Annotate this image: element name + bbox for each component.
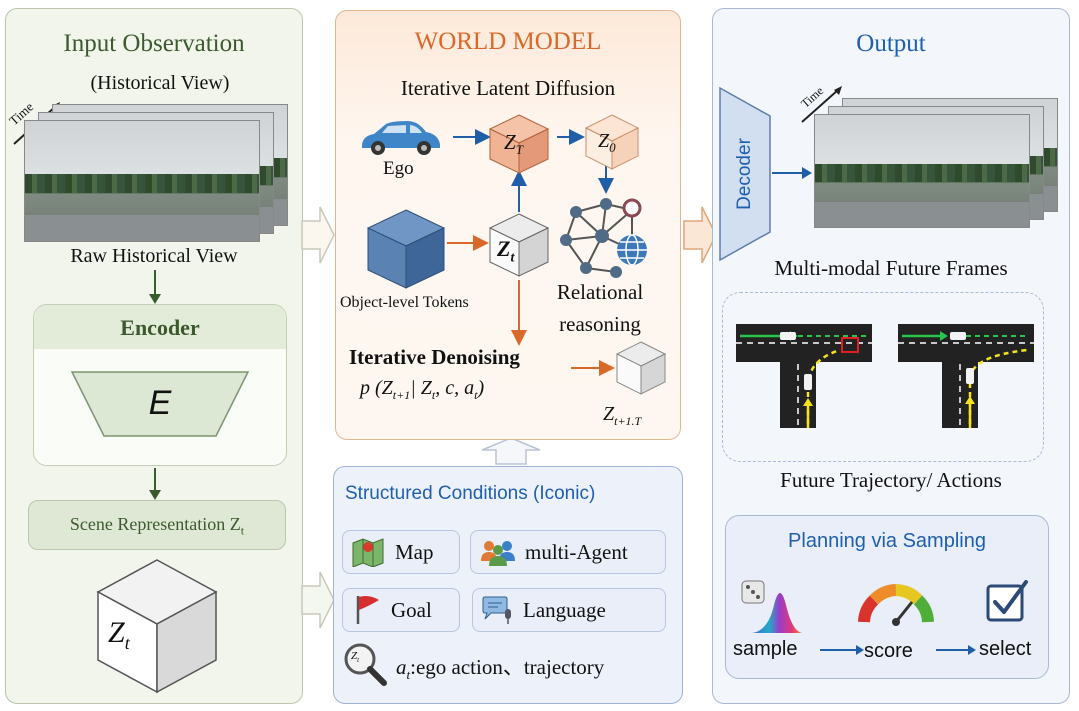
- condition-language[interactable]: Language: [472, 588, 666, 632]
- planning-arrows: [820, 645, 976, 655]
- goal-flag-icon: [356, 596, 379, 624]
- hollow-arrow-left-top: [301, 206, 335, 264]
- encoder-trapezoid: [70, 371, 250, 437]
- scene-representation-box: [28, 500, 286, 550]
- arrow-decoder-to-frames: [772, 167, 812, 179]
- condition-multi-agent[interactable]: multi-Agent: [470, 530, 666, 574]
- future-frame-front: [814, 114, 1030, 228]
- iterative-denoising-label: Iterative Denoising: [349, 345, 520, 369]
- language-icon: [482, 596, 511, 624]
- map-label: Map: [395, 539, 434, 564]
- noisy-latent-cube-icon: [488, 114, 550, 174]
- arrow-to-encoder: [149, 270, 161, 304]
- latent-cube-icon: [96, 559, 218, 694]
- hollow-arrow-right: [683, 206, 717, 264]
- trajectory-scene-2: [898, 324, 1034, 428]
- encoder-title: Encoder: [120, 315, 200, 340]
- scene-representation-label: Scene Representation Zt: [69, 514, 245, 538]
- decoder-label: Decoder: [734, 138, 755, 210]
- clean-latent-cube-icon: [584, 114, 640, 170]
- relational-graph-icon: [560, 198, 647, 278]
- language-label: Language: [523, 597, 606, 622]
- output-title: Output: [856, 30, 926, 57]
- sample-label: sample: [733, 638, 798, 660]
- condition-map[interactable]: Map: [342, 530, 460, 574]
- encoder-symbol: E: [148, 384, 172, 422]
- input-observation-title: Input Observation: [63, 30, 245, 57]
- latent-diffusion-subtitle: Iterative Latent Diffusion: [400, 76, 616, 100]
- trajectory-box: [722, 292, 1044, 462]
- action-text: at:ego action、trajectory: [396, 655, 605, 683]
- trajectory-scene-1: [736, 324, 872, 428]
- z0-label: Z0: [598, 130, 616, 155]
- time-arrow-icon-output: [801, 86, 842, 123]
- future-frames-label: Multi-modal Future Frames: [774, 256, 1008, 280]
- ego-car-icon: [362, 121, 440, 155]
- world-model-arrows: [447, 129, 615, 376]
- hollow-arrow-left-bottom: [301, 571, 335, 629]
- structured-conditions-panel: [333, 466, 683, 704]
- multi-agent-icon: [481, 541, 515, 566]
- history-frame-front: [24, 120, 260, 242]
- world-model-title: WORLD MODEL: [414, 28, 602, 55]
- hollow-arrow-up: [481, 437, 541, 465]
- dice-distribution-icon: [741, 580, 802, 633]
- decoder-trapezoid: [719, 86, 771, 262]
- map-icon: [352, 538, 384, 567]
- zt-label: Zt: [497, 236, 515, 266]
- historical-view-label: (Historical View): [90, 72, 230, 94]
- magnifier-label: Zt: [351, 650, 360, 665]
- arrow-to-scene: [149, 468, 161, 500]
- current-latent-cube-icon: [488, 213, 550, 277]
- score-label: score: [864, 640, 913, 662]
- object-tokens-cube-icon: [366, 209, 446, 289]
- conditions-title: Structured Conditions (Iconic): [345, 483, 596, 504]
- znext-label: Zt+1.T: [603, 403, 642, 428]
- goal-label: Goal: [391, 597, 432, 622]
- next-latent-cube-icon: [615, 341, 667, 395]
- relational-label: Relational: [556, 280, 644, 304]
- zT-label: ZT: [504, 130, 523, 158]
- future-trajectory-label: Future Trajectory/ Actions: [780, 468, 1002, 492]
- select-checkbox-icon: [986, 580, 1028, 622]
- select-label: select: [979, 638, 1032, 660]
- denoising-formula: p (Zt+1| Zt, c, at): [360, 377, 485, 402]
- object-tokens-label: Object-level Tokens: [340, 294, 469, 311]
- encoder-header: [34, 305, 286, 349]
- magnifier-icon: [344, 643, 387, 686]
- ego-label: Ego: [383, 158, 414, 179]
- score-gauge-icon: [858, 584, 934, 626]
- reasoning-label: reasoning: [559, 312, 641, 336]
- cube-label: Zt: [108, 616, 130, 653]
- multi-agent-label: multi-Agent: [525, 539, 628, 564]
- condition-goal[interactable]: Goal: [342, 588, 460, 632]
- raw-historical-view-label: Raw Historical View: [70, 245, 238, 267]
- planning-title: Planning via Sampling: [788, 530, 986, 552]
